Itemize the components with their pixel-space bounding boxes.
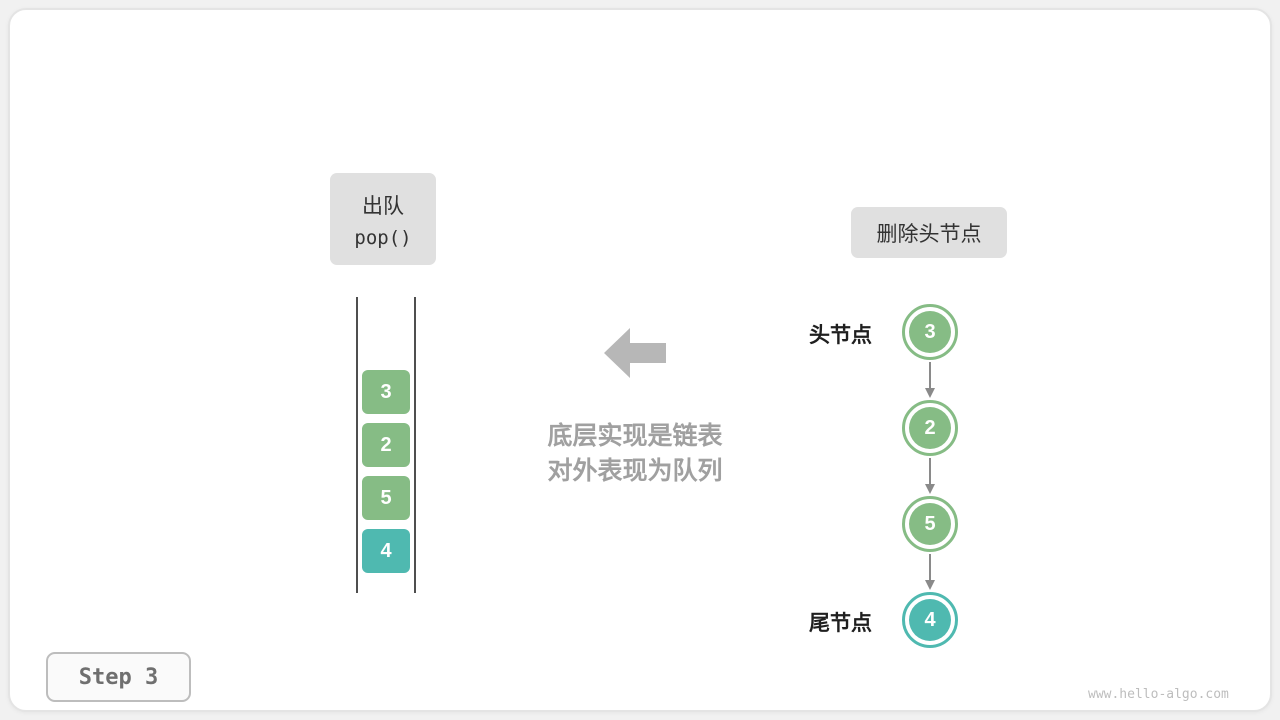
queue-cell: 5 [362,476,410,520]
list-node: 3 [902,304,958,360]
list-node-value: 3 [909,311,951,353]
list-node-value: 5 [909,503,951,545]
list-node: 5 [902,496,958,552]
list-node-value: 4 [909,599,951,641]
list-node: 2 [902,400,958,456]
down-arrow-icon [925,362,935,398]
dequeue-label-cn: 出队 [362,194,404,218]
list-node: 4 [902,592,958,648]
queue-cell: 4 [362,529,410,573]
center-caption: 底层实现是链表 对外表现为队列 [505,419,765,489]
left-arrow-icon [604,328,666,378]
caption-line-1: 底层实现是链表 [547,422,723,450]
head-node-label: 头节点 [809,324,872,347]
dequeue-operation-label: 出队 pop() [330,173,436,265]
down-arrow-icon [925,458,935,494]
dequeue-label-code: pop() [354,226,412,249]
queue-cell: 3 [362,370,410,414]
diagram-card: 出队 pop() 3 2 5 4 底层实现是链表 对外表现为队列 删除头节点 头… [8,8,1272,712]
watermark-text: www.hello-algo.com [1088,687,1229,702]
tail-node-label: 尾节点 [809,612,872,635]
down-arrow-icon [925,554,935,590]
queue-cell: 2 [362,423,410,467]
delete-head-label: 删除头节点 [851,207,1007,258]
caption-line-2: 对外表现为队列 [547,457,723,485]
queue-frame [356,297,416,593]
step-badge: Step 3 [46,652,191,702]
list-node-value: 2 [909,407,951,449]
